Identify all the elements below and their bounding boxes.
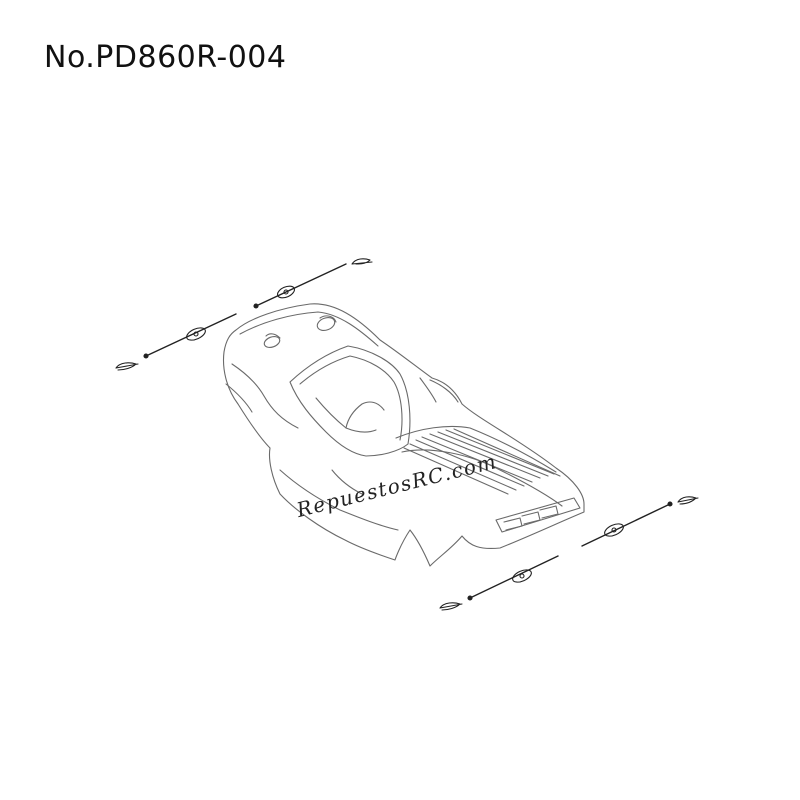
body-clip-icon: [115, 362, 139, 371]
body-clip-icon: [439, 602, 463, 611]
body-clip-set-3: [581, 496, 699, 547]
body-clip-set-2: [115, 313, 237, 371]
body-clip-set-1: [253, 258, 373, 309]
body-clip-icon: [677, 496, 699, 505]
body-shell: [222, 303, 585, 567]
body-clip-icon: [351, 258, 373, 265]
part-number-title: No.PD860R-004: [44, 40, 287, 75]
body-clip-set-4: [439, 555, 559, 611]
